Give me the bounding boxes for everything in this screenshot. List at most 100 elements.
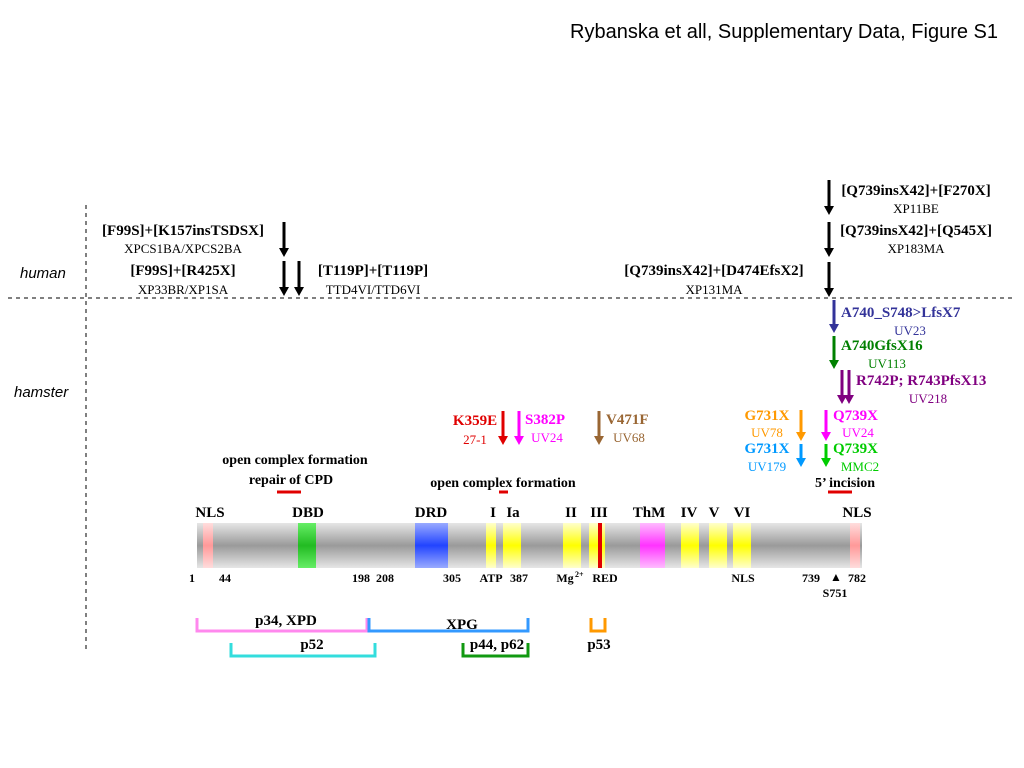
- domain-label: IV: [681, 505, 698, 521]
- domain-label: NLS: [842, 505, 871, 521]
- mutation-cell: UV179: [748, 459, 786, 474]
- domain-label: NLS: [195, 505, 224, 521]
- interaction-labels: p34, XPD XPG p52 p44, p62 p53: [255, 613, 611, 653]
- domain-label: DBD: [292, 505, 324, 521]
- hamster-label: hamster: [14, 384, 69, 401]
- domain-label: DRD: [415, 505, 448, 521]
- mutation-name: S382P: [525, 412, 565, 428]
- protein-backbone: [197, 523, 862, 568]
- position-label: 387: [510, 571, 528, 585]
- annotation-repair-cpd: repair of CPD: [249, 473, 333, 488]
- mutation-name: V471F: [606, 412, 649, 428]
- mutation-cell: MMC2: [841, 459, 879, 474]
- motif-v: [709, 523, 727, 568]
- mutation-cell: XP11BE: [893, 201, 939, 216]
- interaction-brackets: [195, 618, 607, 658]
- position-label: 782: [848, 571, 866, 585]
- mutation-name: [F99S]+[K157insTSDSX]: [102, 223, 264, 239]
- label-p52: p52: [300, 637, 323, 653]
- position-label: RED: [592, 571, 618, 585]
- domain-label: II: [565, 505, 577, 521]
- nls-domain: [850, 523, 860, 568]
- mutation-cell: 27-1: [463, 432, 487, 447]
- domain-label: Ia: [506, 505, 520, 521]
- mutation-name: G731X: [745, 408, 790, 424]
- arrowhead-icon: [821, 432, 831, 441]
- position-label: 208: [376, 571, 394, 585]
- mutation-name: [Q739insX42]+[D474EfsX2]: [624, 263, 803, 279]
- arrowhead-icon: [844, 395, 854, 404]
- mutation-name: [F99S]+[R425X]: [130, 263, 235, 279]
- motif-ia: [503, 523, 521, 568]
- mutation-name: A740_S748>LfsX7: [841, 305, 961, 321]
- human-mutations: [F99S]+[K157insTSDSX] XPCS1BA/XPCS2BA [F…: [102, 180, 992, 297]
- drd-domain: [415, 523, 448, 568]
- domain-label: ThM: [633, 505, 666, 521]
- bracket-xpg: [367, 618, 530, 633]
- mutation-name: A740GfsX16: [841, 338, 923, 354]
- motif-iii: [589, 523, 605, 568]
- arrowhead-icon: [829, 360, 839, 369]
- arrowhead-icon: [594, 436, 604, 445]
- mutation-name: R742P; R743PfsX13: [856, 373, 986, 389]
- motif-vi: [733, 523, 751, 568]
- triangle-icon: ▲: [830, 570, 842, 584]
- mutation-name: G731X: [745, 441, 790, 457]
- mutation-cell: XP131MA: [685, 282, 743, 297]
- position-label: 739: [802, 571, 820, 585]
- mutation-name: K359E: [453, 413, 497, 429]
- human-label: human: [20, 265, 66, 282]
- function-annotations: open complex formation repair of CPD ope…: [222, 453, 875, 494]
- position-label: 1: [189, 571, 195, 585]
- domain-label: V: [709, 505, 720, 521]
- arrowhead-icon: [821, 458, 831, 467]
- mutation-name: Q739X: [833, 408, 878, 424]
- position-numbers: 1 44 198 208 305 ATP 387 Mg 2+ RED NLS 7…: [189, 570, 866, 600]
- dbd-domain: [298, 523, 316, 568]
- annotation-open-complex: open complex formation: [430, 476, 576, 491]
- arrowhead-icon: [796, 458, 806, 467]
- arrowhead-icon: [498, 436, 508, 445]
- annotation-open-complex: open complex formation: [222, 453, 368, 468]
- domain-labels: NLS DBD DRD I Ia II III ThM IV V VI NLS: [195, 505, 871, 521]
- mutation-name: [T119P]+[T119P]: [318, 263, 428, 279]
- mutation-cell: UV24: [842, 425, 874, 440]
- figure-title: Rybanska et all, Supplementary Data, Fig…: [570, 21, 998, 43]
- arrowhead-icon: [829, 324, 839, 333]
- mutation-cell: XPCS1BA/XPCS2BA: [124, 241, 242, 256]
- bracket-p53: [589, 618, 607, 633]
- bracket-p44-p62: [461, 643, 530, 658]
- mutation-cell: TTD4VI/TTD6VI: [326, 282, 421, 297]
- mutation-cell: UV68: [613, 430, 645, 445]
- position-label: 198: [352, 571, 370, 585]
- bracket-p34-xpd: [195, 618, 369, 633]
- mutation-name: Q739X: [833, 441, 878, 457]
- domain-label: VI: [734, 505, 751, 521]
- motif-iv: [681, 523, 699, 568]
- red-motif: [598, 523, 602, 568]
- annotation-incision: 5’ incision: [815, 476, 875, 491]
- position-label: Mg: [556, 571, 573, 585]
- label-p44-p62: p44, p62: [470, 637, 524, 653]
- position-label: NLS: [731, 571, 755, 585]
- mutation-cell: UV218: [909, 391, 947, 406]
- mutation-cell: UV24: [531, 430, 563, 445]
- mutation-cell: UV23: [894, 323, 926, 338]
- domain-label: III: [590, 505, 608, 521]
- mutation-cell: UV78: [751, 425, 783, 440]
- position-label: 305: [443, 571, 461, 585]
- mutation-cell: XP183MA: [887, 241, 945, 256]
- mutation-name: [Q739insX42]+[F270X]: [841, 183, 990, 199]
- position-label: S751: [823, 586, 848, 600]
- position-label: ATP: [479, 571, 502, 585]
- motif-ii: [563, 523, 581, 568]
- bracket-p52: [229, 643, 377, 658]
- nls-domain: [203, 523, 213, 568]
- thm-domain: [640, 523, 665, 568]
- label-p34-xpd: p34, XPD: [255, 613, 317, 629]
- arrow-icon: [282, 180, 831, 288]
- domain-label: I: [490, 505, 496, 521]
- position-label: 44: [219, 571, 231, 585]
- label-xpg: XPG: [446, 617, 478, 633]
